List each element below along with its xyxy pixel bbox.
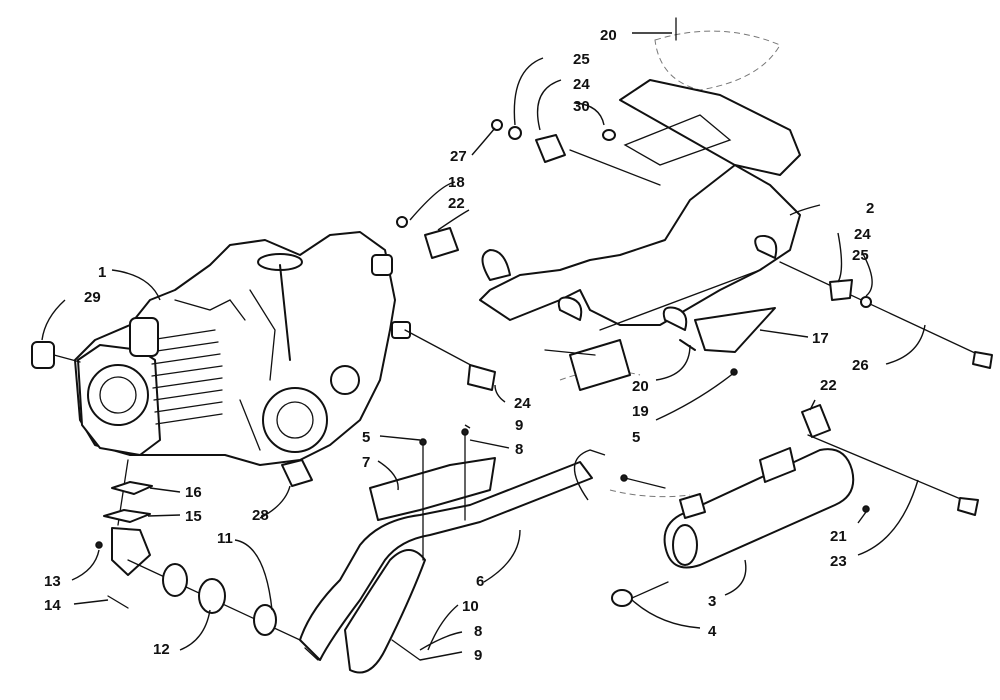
cylinder-fins (149, 329, 223, 425)
callout-24-top: 24 (573, 76, 590, 93)
callout-25-top: 25 (573, 51, 590, 68)
callout-3: 3 (708, 593, 716, 610)
callout-12: 12 (153, 641, 170, 658)
callout-22-right: 22 (820, 377, 837, 394)
heat-shield-7[interactable] (369, 457, 496, 521)
muffler-3[interactable] (663, 447, 855, 569)
exhaust-seals[interactable] (127, 559, 301, 641)
callout-4: 4 (708, 623, 717, 640)
callout-26: 26 (852, 357, 869, 374)
callout-28: 28 (252, 507, 269, 524)
callout-8-upper: 8 (515, 441, 523, 458)
callout-7: 7 (362, 454, 370, 471)
callout-10: 10 (462, 598, 479, 615)
callout-19: 19 (632, 403, 649, 420)
heat-shield-10[interactable] (344, 549, 426, 674)
leader-lines (41, 32, 926, 661)
callout-9-lower: 9 (474, 647, 482, 664)
callout-6: 6 (476, 573, 484, 590)
frame-hardware[interactable] (396, 17, 993, 376)
gasket-4[interactable] (611, 581, 669, 607)
bolt-24-engine[interactable] (404, 329, 496, 391)
callout-27: 27 (450, 148, 467, 165)
shield-screws[interactable] (391, 428, 469, 661)
callout-13: 13 (44, 573, 61, 590)
callout-14: 14 (44, 597, 61, 614)
intake-clamp-hardware[interactable] (95, 459, 153, 609)
spacer-28[interactable] (281, 459, 313, 487)
callout-16: 16 (185, 484, 202, 501)
callout-5-right: 5 (632, 429, 640, 446)
muffler-bolts[interactable] (620, 404, 979, 516)
callout-17: 17 (812, 330, 829, 347)
callout-21: 21 (830, 528, 847, 545)
callout-18: 18 (448, 174, 465, 191)
callout-1: 1 (98, 264, 106, 281)
engine-mount-frame-2[interactable] (479, 79, 801, 391)
callout-24-right: 24 (854, 226, 871, 243)
exhaust-pipe-6[interactable] (299, 461, 593, 661)
callout-20-top: 20 (600, 27, 617, 44)
callout-15: 15 (185, 508, 202, 525)
spacer-29[interactable] (31, 341, 81, 369)
callout-30: 30 (573, 98, 590, 115)
callout-8-lower: 8 (474, 623, 482, 640)
callout-11: 11 (217, 530, 233, 547)
callout-24-engine: 24 (514, 395, 531, 412)
callout-22-left: 22 (448, 195, 465, 212)
callout-2: 2 (866, 200, 874, 217)
callout-25-right: 25 (852, 247, 869, 264)
callout-23: 23 (830, 553, 847, 570)
callout-9-upper: 9 (515, 417, 523, 434)
engine-assembly[interactable] (74, 231, 411, 466)
callout-20-mid: 20 (632, 378, 649, 395)
callout-numbers: 1 2 3 4 5 5 6 7 8 8 9 9 10 11 12 13 14 1… (44, 27, 874, 664)
callout-29: 29 (84, 289, 101, 306)
callout-5-upper: 5 (362, 429, 370, 446)
